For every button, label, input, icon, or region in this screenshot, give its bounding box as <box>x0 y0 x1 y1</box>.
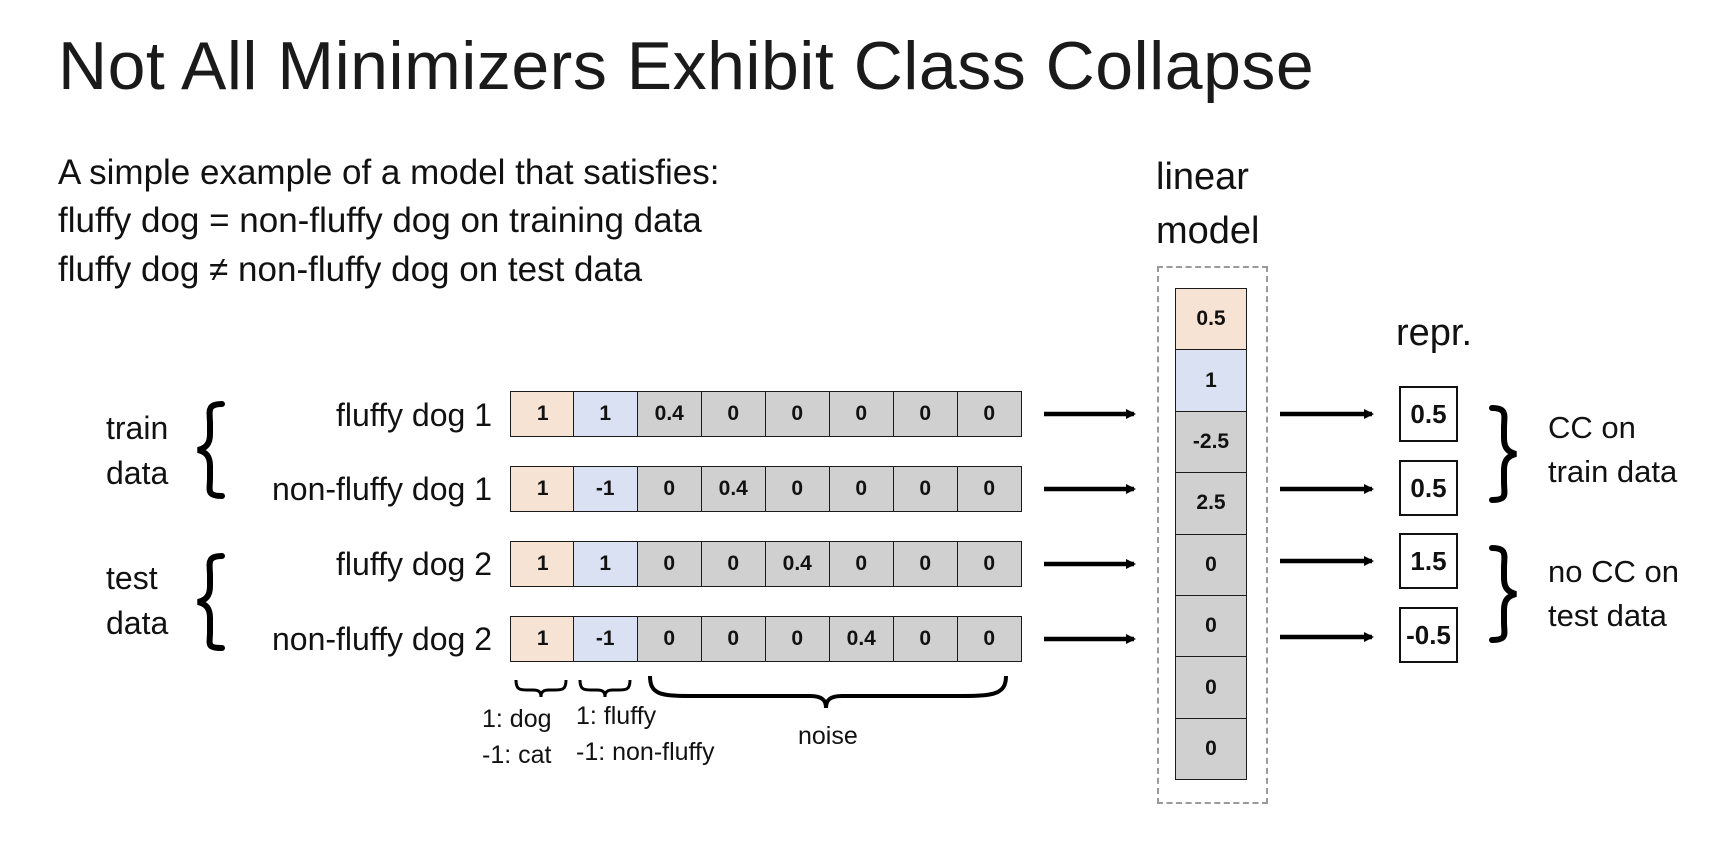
legend-fluffy: 1: fluffy -1: non-fluffy <box>576 698 715 770</box>
train-group-label-line2: data <box>106 455 169 491</box>
repr-value-box: -0.5 <box>1399 607 1458 663</box>
model-weight-cell: 2.5 <box>1175 472 1247 535</box>
feature-cell: 0 <box>764 466 830 512</box>
feature-cell: 0.4 <box>764 541 830 587</box>
linear-model-header-line2: model <box>1156 210 1260 252</box>
feature-cell: 0 <box>892 391 958 437</box>
feature-cell: 1 <box>572 391 638 437</box>
cc-train-label: CC on train data <box>1548 406 1677 494</box>
feature-cell: -1 <box>572 466 638 512</box>
feature-cell: 0 <box>892 466 958 512</box>
fluffy-underbrace <box>578 679 632 698</box>
model-weight-cell: 0 <box>1175 717 1247 781</box>
intro-line-3: fluffy dog ≠ non-fluffy dog on test data <box>58 250 643 289</box>
feature-cell: 0 <box>956 391 1022 437</box>
feature-cell: 0 <box>764 616 830 662</box>
repr-value-box: 1.5 <box>1399 533 1458 589</box>
test-group-label-line1: test <box>106 560 158 596</box>
feature-cell: 0 <box>700 391 766 437</box>
feature-cell: 1 <box>510 466 576 512</box>
legend-dog: 1: dog -1: cat <box>482 701 552 773</box>
intro-line-1: A simple example of a model that satisfi… <box>58 153 720 192</box>
linear-model-frame <box>1157 266 1268 804</box>
feature-cell: 0 <box>828 466 894 512</box>
feature-cell: 1 <box>510 391 576 437</box>
feature-cell: 0 <box>828 541 894 587</box>
test-left-brace <box>197 553 225 651</box>
row-label-fluffy-dog-2: fluffy dog 2 <box>336 546 492 582</box>
slide-title: Not All Minimizers Exhibit Class Collaps… <box>58 28 1315 104</box>
cc-test-label: no CC on test data <box>1548 550 1679 638</box>
feature-cell: 0 <box>892 541 958 587</box>
feature-cell: 0.4 <box>636 391 702 437</box>
legend-fluffy-line2: -1: non-fluffy <box>576 738 715 766</box>
repr-header: repr. <box>1396 312 1473 354</box>
legend-noise: noise <box>798 722 858 750</box>
train-group-label-line1: train <box>106 410 169 446</box>
model-weight-cell: 0 <box>1175 656 1247 719</box>
train-group-label: train data <box>106 406 168 496</box>
test-group-label-line2: data <box>106 605 169 641</box>
row-label-non-fluffy-dog-1: non-fluffy dog 1 <box>271 471 492 507</box>
cc-test-label-line1: no CC on <box>1548 554 1679 589</box>
feature-cell: 0.4 <box>828 616 894 662</box>
feature-cell: 1 <box>510 616 576 662</box>
model-weight-cell: 1 <box>1175 349 1247 412</box>
test-right-brace <box>1489 545 1517 643</box>
linear-model-header-line1: linear <box>1156 156 1249 198</box>
intro-line-2: fluffy dog = non-fluffy dog on training … <box>58 201 702 240</box>
feature-cell: 0 <box>700 616 766 662</box>
feature-cell: 0.4 <box>700 466 766 512</box>
repr-value-box: 0.5 <box>1399 386 1458 442</box>
feature-cell: 1 <box>572 541 638 587</box>
train-left-brace <box>197 401 225 499</box>
dog-underbrace <box>514 679 568 698</box>
train-right-brace <box>1489 405 1517 503</box>
row-label-fluffy-dog-1: fluffy dog 1 <box>336 397 492 433</box>
model-weight-cell: 0.5 <box>1175 288 1247 351</box>
legend-dog-line1: 1: dog <box>482 705 552 733</box>
model-weight-cell: -2.5 <box>1175 410 1247 474</box>
legend-fluffy-line1: 1: fluffy <box>576 702 657 730</box>
feature-cell: 0 <box>700 541 766 587</box>
feature-cell: 0 <box>636 541 702 587</box>
row-label-non-fluffy-dog-2: non-fluffy dog 2 <box>271 621 492 657</box>
feature-cell: 0 <box>636 616 702 662</box>
feature-cell: 0 <box>764 391 830 437</box>
cc-train-label-line2: train data <box>1548 454 1678 489</box>
test-group-label: test data <box>106 556 168 646</box>
cc-test-label-line2: test data <box>1548 598 1667 633</box>
legend-dog-line2: -1: cat <box>482 741 552 769</box>
linear-model-header: linear model <box>1156 150 1260 258</box>
feature-cell: 0 <box>956 466 1022 512</box>
feature-cell: 0 <box>956 541 1022 587</box>
noise-underbrace <box>648 675 1008 709</box>
repr-value-box: 0.5 <box>1399 460 1458 516</box>
feature-cell: 0 <box>956 616 1022 662</box>
cc-train-label-line1: CC on <box>1548 410 1636 445</box>
feature-cell: 1 <box>510 541 576 587</box>
